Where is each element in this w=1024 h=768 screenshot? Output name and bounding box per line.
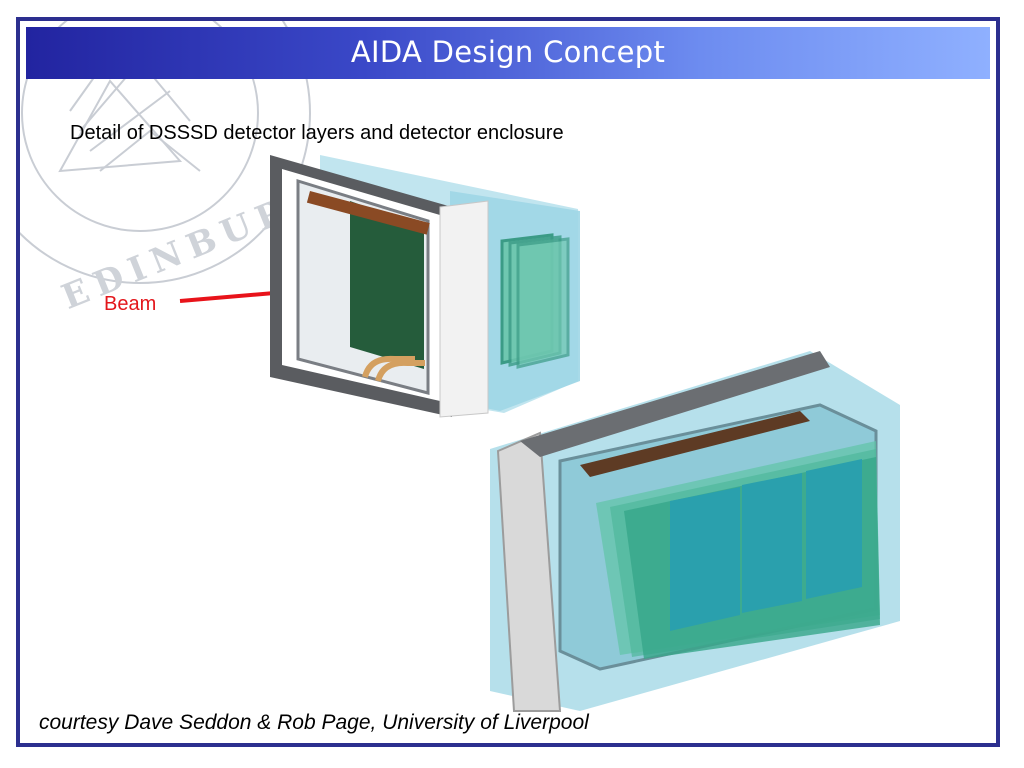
large-detector-enclosure: [490, 351, 900, 712]
title-bar: AIDA Design Concept: [26, 27, 990, 79]
slide-subtitle: Detail of DSSSD detector layers and dete…: [70, 122, 564, 144]
slide-frame: EDINBURGH AIDA Design Concept Detail of …: [16, 17, 1000, 747]
credit-line: courtesy Dave Seddon & Rob Page, Univers…: [39, 711, 589, 734]
beam-label: Beam: [104, 293, 157, 315]
slide-title: AIDA Design Concept: [350, 35, 666, 69]
detector-illustration: [179, 155, 900, 712]
small-detector-enclosure: [270, 155, 580, 418]
